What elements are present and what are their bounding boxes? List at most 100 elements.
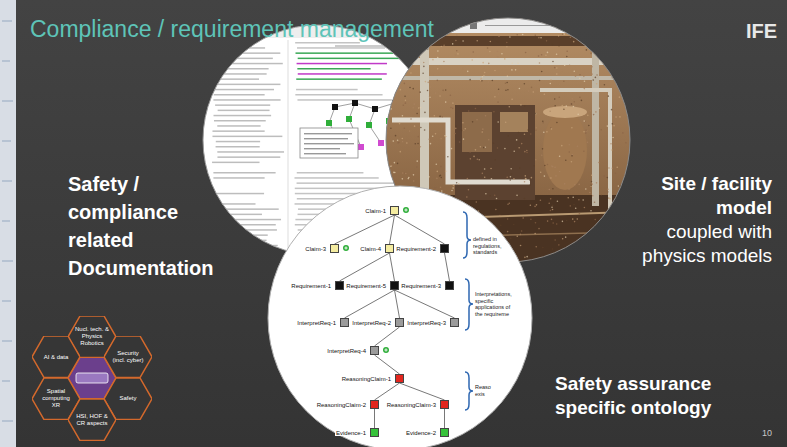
tree-connector: [374, 409, 375, 428]
point-cloud-dot: [556, 67, 558, 69]
point-cloud-dot: [480, 80, 482, 82]
point-cloud-dot: [395, 135, 397, 137]
point-cloud-dot: [568, 151, 570, 153]
facility-model-photo: [455, 105, 535, 200]
point-cloud-dot: [609, 216, 611, 218]
point-cloud-dot: [625, 142, 627, 144]
point-cloud-dot: [409, 42, 411, 44]
point-cloud-dot: [550, 83, 552, 85]
point-cloud-dot: [582, 256, 584, 258]
point-cloud-dot: [563, 108, 565, 110]
point-cloud-dot: [547, 52, 549, 54]
point-cloud-dot: [507, 75, 509, 77]
document-text-line: [297, 172, 364, 174]
node-label: InterpretReq-4: [326, 348, 367, 354]
point-cloud-dot: [554, 98, 556, 100]
node-label: Requirement-3: [400, 283, 442, 289]
point-cloud-dot: [450, 107, 452, 109]
point-cloud-dot: [506, 42, 508, 44]
point-cloud-dot: [505, 82, 507, 84]
point-cloud-dot: [546, 131, 548, 133]
point-cloud-dot: [582, 240, 584, 242]
document-text-line: [214, 73, 267, 75]
point-cloud-dot: [611, 149, 613, 151]
point-cloud-dot: [513, 178, 515, 180]
point-cloud-dot: [472, 121, 474, 123]
callout-text: Safety assurance specific ontology: [555, 372, 725, 420]
point-cloud-dot: [420, 127, 422, 129]
side-band: [2, 100, 13, 102]
facility-model-photo: [592, 36, 599, 206]
point-cloud-dot: [583, 76, 585, 78]
point-cloud-dot: [607, 191, 609, 193]
point-cloud-dot: [559, 96, 561, 98]
point-cloud-dot: [550, 79, 552, 81]
tree-connector: [390, 215, 395, 244]
graph-node-symbol: [352, 100, 358, 106]
point-cloud-dot: [535, 35, 537, 37]
point-cloud-dot: [462, 40, 464, 42]
facility-model-photo: [392, 120, 530, 182]
point-cloud-dot: [572, 154, 574, 156]
document-text-line: [297, 63, 387, 65]
point-cloud-dot: [511, 173, 513, 175]
point-cloud-dot: [518, 195, 520, 197]
point-cloud-dot: [445, 101, 447, 103]
document-text-line: [215, 214, 262, 216]
point-cloud-dot: [476, 119, 478, 121]
point-cloud-dot: [530, 204, 532, 206]
point-cloud-dot: [615, 173, 617, 175]
point-cloud-dot: [500, 224, 502, 226]
document-text-line: [217, 125, 260, 127]
point-cloud-dot: [577, 145, 579, 147]
point-cloud-dot: [590, 185, 592, 187]
point-cloud-dot: [394, 162, 396, 164]
point-cloud-dot: [594, 219, 596, 221]
point-cloud-dot: [624, 258, 626, 260]
point-cloud-dot: [483, 67, 485, 69]
node-label: Claim-1: [364, 208, 387, 214]
point-cloud-dot: [488, 139, 490, 141]
point-cloud-dot: [397, 66, 399, 68]
point-cloud-dot: [558, 35, 560, 37]
point-cloud-dot: [424, 112, 426, 114]
document-text-line: [296, 78, 382, 80]
point-cloud-dot: [499, 215, 501, 217]
point-cloud-dot: [530, 218, 532, 220]
requirement-node: Requirement-5: [390, 281, 399, 290]
point-cloud-dot: [436, 171, 438, 173]
point-cloud-dot: [510, 237, 512, 239]
topic-text: Spatial computing XR: [39, 388, 73, 409]
point-cloud-dot: [579, 97, 581, 99]
point-cloud-dot: [416, 160, 418, 162]
point-cloud-dot: [511, 62, 513, 64]
point-cloud-dot: [430, 86, 432, 88]
document-text-line: [212, 130, 264, 132]
point-cloud-dot: [488, 81, 490, 83]
point-cloud-dot: [535, 36, 537, 38]
point-cloud-dot: [415, 143, 417, 145]
point-cloud-dot: [495, 209, 497, 211]
graph-node-symbol: [366, 122, 372, 128]
point-cloud-dot: [561, 145, 563, 147]
point-cloud-dot: [595, 77, 597, 79]
point-cloud-dot: [573, 70, 575, 72]
point-cloud-dot: [425, 81, 427, 83]
point-cloud-dot: [589, 231, 591, 233]
point-cloud-dot: [543, 258, 545, 260]
point-cloud-dot: [490, 168, 492, 170]
tree-connector: [395, 215, 445, 244]
point-cloud-dot: [538, 228, 540, 230]
facility-model-photo: [543, 110, 587, 190]
point-cloud-dot: [564, 261, 566, 263]
point-cloud-dot: [430, 143, 432, 145]
point-cloud-dot: [463, 138, 465, 140]
point-cloud-dot: [509, 106, 511, 108]
point-cloud-dot: [591, 174, 593, 176]
node-label: Requirement-5: [345, 283, 387, 289]
interpretation-node: InterpretReq-3: [450, 318, 459, 327]
document-text-line: [297, 99, 391, 101]
point-cloud-dot: [573, 204, 575, 206]
point-cloud-dot: [622, 40, 624, 42]
point-cloud-dot: [437, 68, 439, 70]
